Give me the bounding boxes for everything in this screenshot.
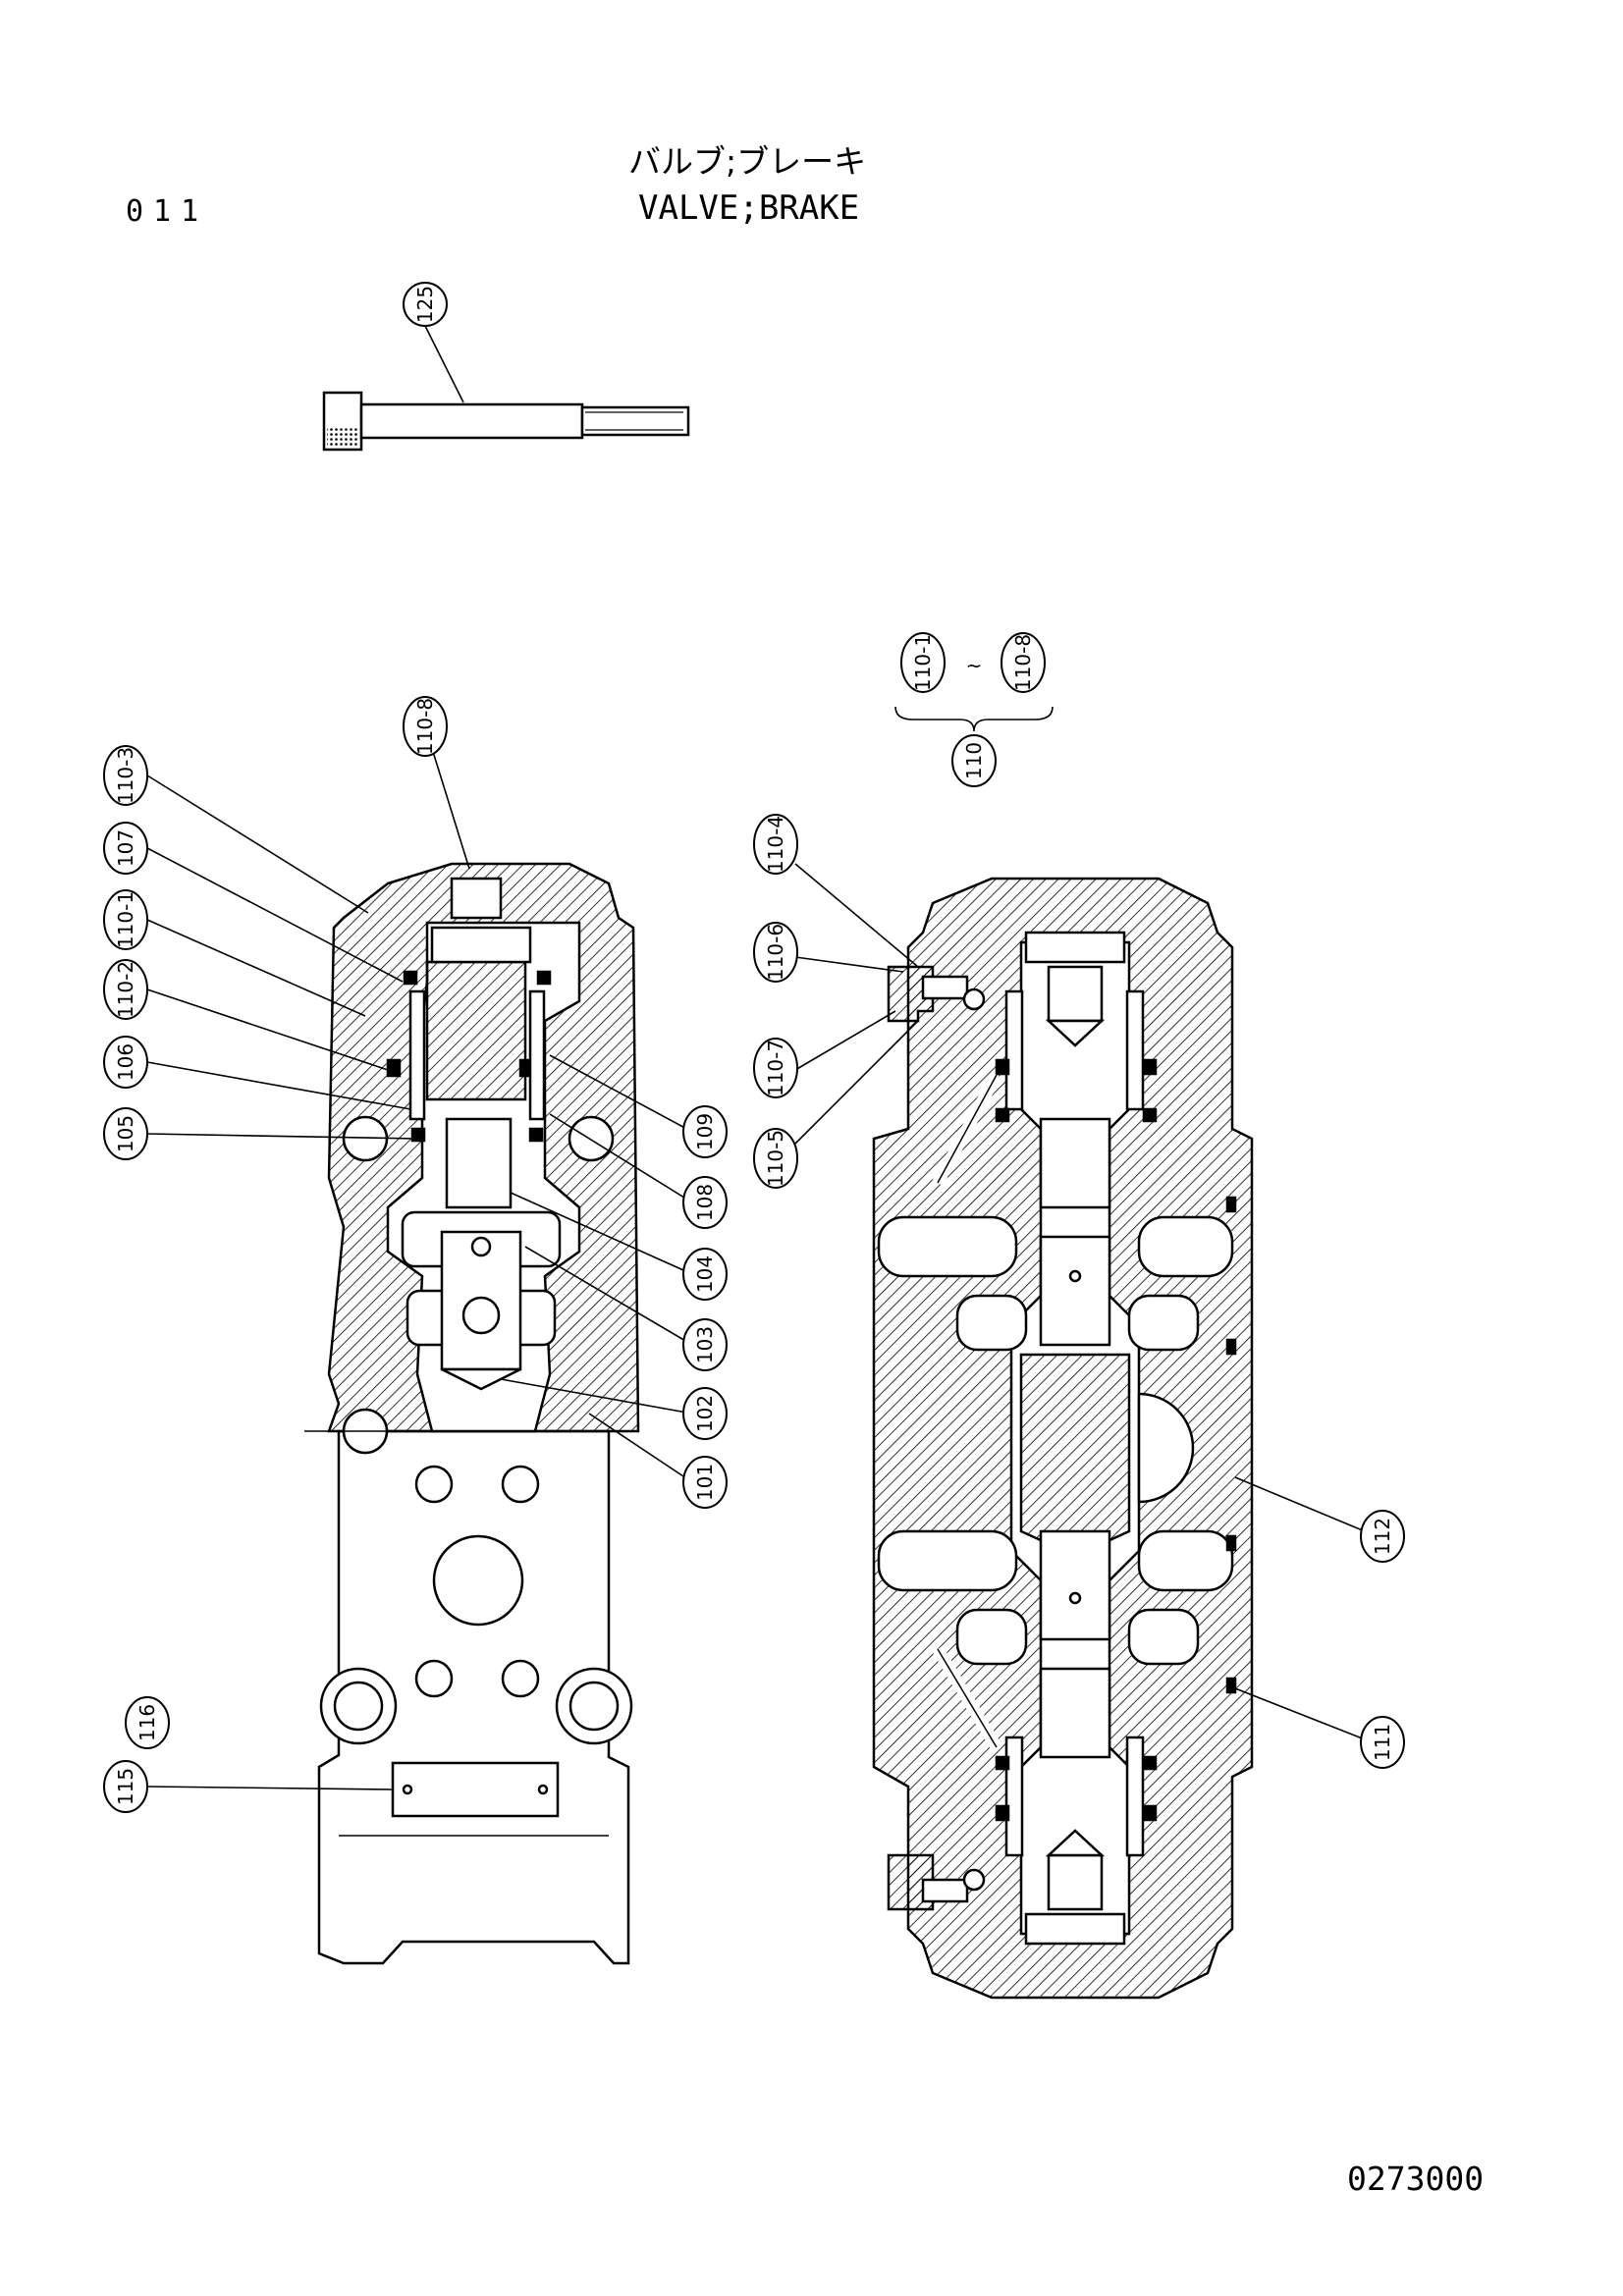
callout-108: 108 bbox=[682, 1176, 728, 1229]
callout-115-label: 115 bbox=[114, 1768, 137, 1805]
callout-104-label: 104 bbox=[693, 1255, 717, 1293]
valve-right-view bbox=[872, 877, 1254, 2000]
callout-111: 111 bbox=[1360, 1716, 1405, 1769]
callout-assembly-110: 110 bbox=[951, 734, 997, 787]
callout-110-1-label: 110-1 bbox=[114, 891, 137, 948]
callout-110-7-label: 110-7 bbox=[764, 1040, 787, 1096]
callout-116-label: 116 bbox=[135, 1704, 159, 1741]
callout-101: 101 bbox=[682, 1456, 728, 1509]
bolt-125 bbox=[322, 391, 690, 452]
callout-125-label: 125 bbox=[413, 286, 437, 323]
callout-range-from: 110-1 bbox=[900, 632, 946, 693]
callout-110-4-label: 110-4 bbox=[764, 816, 787, 873]
callout-115: 115 bbox=[103, 1760, 148, 1813]
callout-107-label: 107 bbox=[114, 829, 137, 867]
callout-110-8-top-label: 110-8 bbox=[413, 698, 437, 755]
callout-range-to-label: 110-8 bbox=[1011, 634, 1035, 691]
callout-125: 125 bbox=[403, 282, 448, 327]
callout-107: 107 bbox=[103, 822, 148, 875]
title-english: VALVE;BRAKE bbox=[638, 188, 860, 228]
callout-105-label: 105 bbox=[114, 1115, 137, 1152]
callout-103: 103 bbox=[682, 1318, 728, 1371]
callout-112: 112 bbox=[1360, 1510, 1405, 1563]
callout-106: 106 bbox=[103, 1036, 148, 1089]
callout-110-1: 110-1 bbox=[103, 889, 148, 950]
callout-102-label: 102 bbox=[693, 1395, 717, 1432]
callout-110-8-top: 110-8 bbox=[403, 696, 448, 757]
callout-110-2: 110-2 bbox=[103, 959, 148, 1020]
callout-110-5-label: 110-5 bbox=[764, 1130, 787, 1187]
drawing-number: 0273000 bbox=[1347, 2160, 1485, 2198]
callout-109: 109 bbox=[682, 1105, 728, 1158]
callout-104: 104 bbox=[682, 1248, 728, 1301]
callout-assembly-110-label: 110 bbox=[962, 742, 986, 779]
callout-110-2-label: 110-2 bbox=[114, 961, 137, 1018]
callout-101-label: 101 bbox=[693, 1464, 717, 1501]
callout-109-label: 109 bbox=[693, 1113, 717, 1150]
callout-116: 116 bbox=[125, 1696, 170, 1749]
callout-110-3: 110-3 bbox=[103, 745, 148, 806]
page-code: 011 bbox=[126, 194, 209, 229]
callout-range-from-label: 110-1 bbox=[911, 634, 935, 691]
callout-112-label: 112 bbox=[1371, 1518, 1394, 1555]
callout-103-label: 103 bbox=[693, 1326, 717, 1363]
callout-110-3-label: 110-3 bbox=[114, 747, 137, 804]
callout-110-7: 110-7 bbox=[753, 1038, 798, 1098]
callout-range-to: 110-8 bbox=[1001, 632, 1046, 693]
callout-110-4: 110-4 bbox=[753, 814, 798, 875]
callout-110-5: 110-5 bbox=[753, 1128, 798, 1189]
callout-111-label: 111 bbox=[1371, 1724, 1394, 1761]
callout-110-6-label: 110-6 bbox=[764, 924, 787, 981]
callout-106-label: 106 bbox=[114, 1043, 137, 1081]
callout-108-label: 108 bbox=[693, 1184, 717, 1221]
callout-102: 102 bbox=[682, 1387, 728, 1440]
callout-105: 105 bbox=[103, 1107, 148, 1160]
callouts: 125 110-8 110-3 107 110-1 110-2 106 105 bbox=[103, 282, 1405, 1813]
title-japanese: バルブ;ブレーキ bbox=[628, 142, 867, 181]
valve-left-view bbox=[304, 862, 640, 1965]
range-tilde: ~ bbox=[966, 654, 983, 677]
callout-110-6: 110-6 bbox=[753, 922, 798, 983]
